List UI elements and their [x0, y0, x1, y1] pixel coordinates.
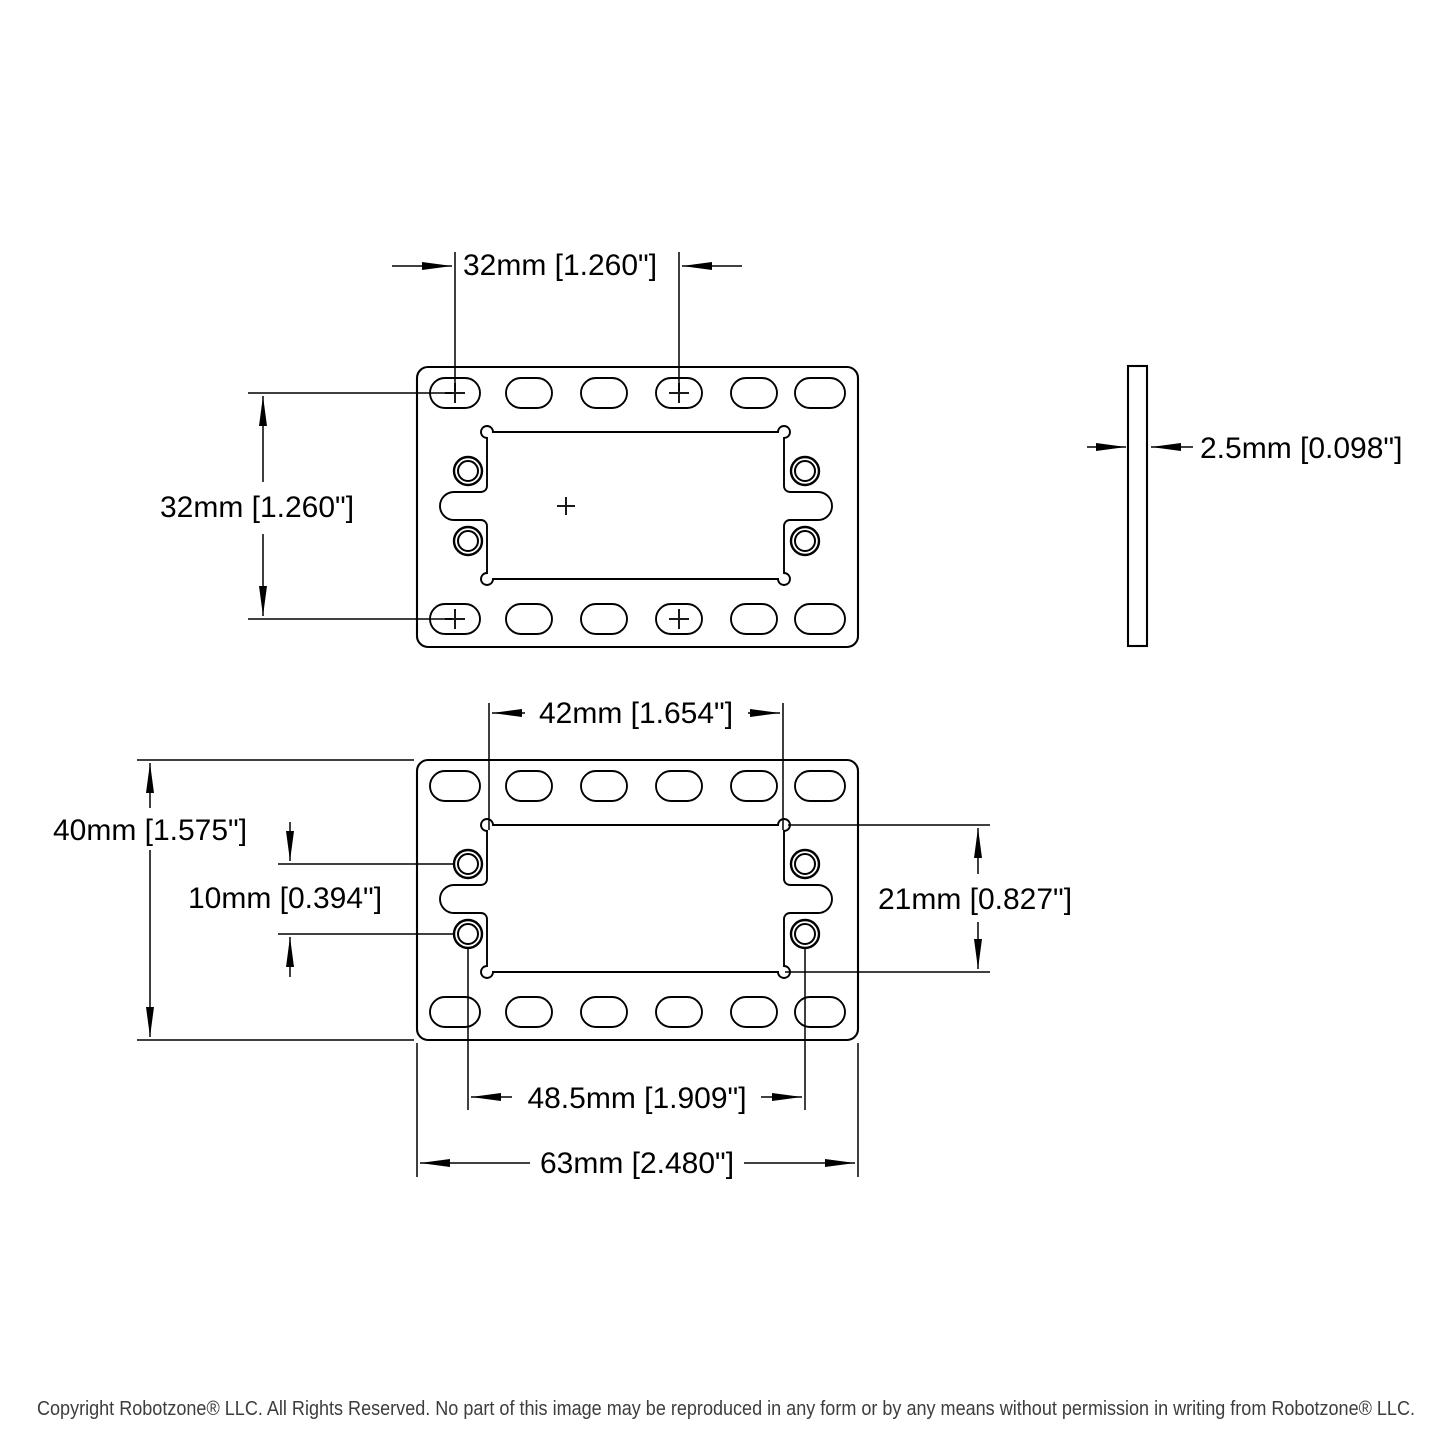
dim-thickness: 2.5mm [0.098"] — [1087, 432, 1402, 465]
dim-slot-span-horizontal: 32mm [1.260"] — [392, 249, 742, 391]
dim-cutout-height-label: 21mm [0.827"] — [878, 883, 1072, 916]
dim-plate-height: 40mm [1.575"] — [53, 759, 414, 1041]
dim-plate-height-label: 40mm [1.575"] — [53, 814, 247, 847]
top-view — [415, 365, 860, 649]
dim-cutout-width: 42mm [1.654"] — [488, 697, 784, 830]
center-mark — [669, 609, 689, 629]
center-mark — [557, 497, 575, 515]
dim-hole-span-label: 48.5mm [1.909"] — [527, 1082, 746, 1115]
bottom-view — [415, 758, 860, 1042]
plate-edge — [1126, 364, 1149, 648]
copyright-text: Copyright Robotzone® LLC. All Rights Res… — [37, 1398, 1415, 1420]
dim-slot-span-vertical: 32mm [1.260"] — [160, 392, 452, 620]
dim-plate-width: 63mm [2.480"] — [416, 1043, 859, 1180]
dim-hole-gap: 10mm [0.394"] — [188, 822, 453, 977]
dim-hole-span: 48.5mm [1.909"] — [467, 948, 806, 1115]
dim-slot-span-v-label: 32mm [1.260"] — [160, 491, 354, 524]
dim-cutout-width-label: 42mm [1.654"] — [539, 697, 733, 730]
dim-slot-span-h-label: 32mm [1.260"] — [463, 249, 657, 282]
dim-thickness-label: 2.5mm [0.098"] — [1200, 432, 1402, 465]
dim-plate-width-label: 63mm [2.480"] — [540, 1147, 734, 1180]
side-view — [1126, 364, 1149, 648]
dim-hole-gap-label: 10mm [0.394"] — [188, 882, 382, 915]
dim-cutout-height: 21mm [0.827"] — [785, 824, 1072, 973]
